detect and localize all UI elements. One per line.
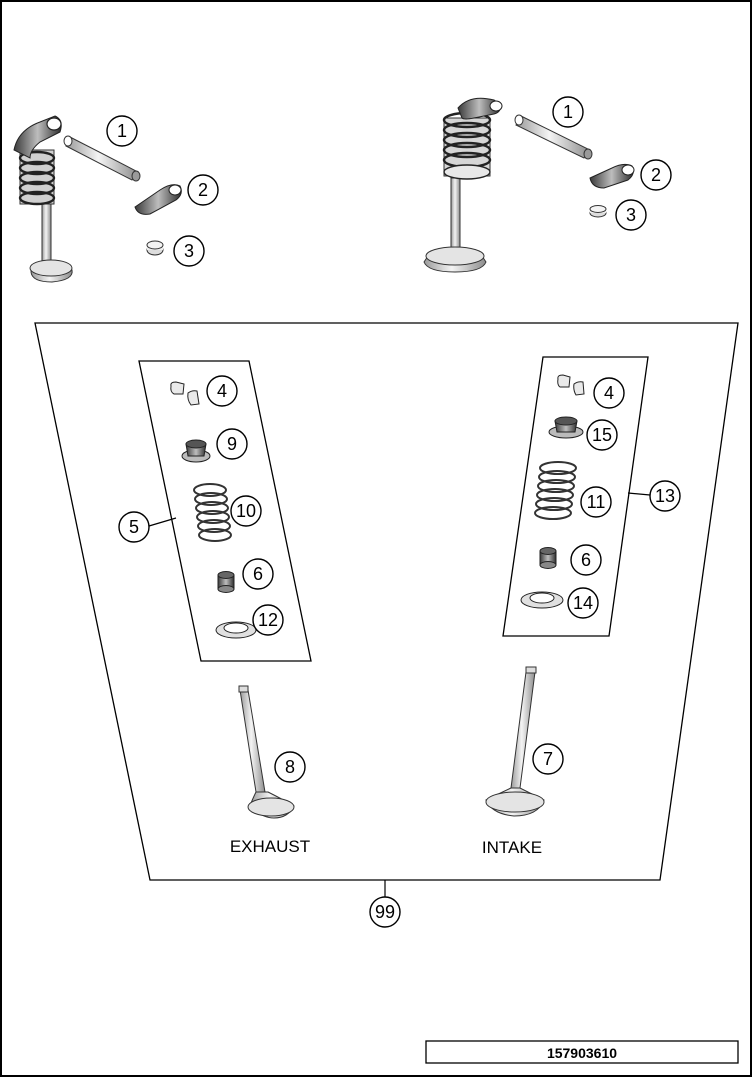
exhaust-stem-seal: [217, 571, 235, 593]
intake-rocker-arm: [589, 163, 635, 189]
callout-in-kit-15: 15: [586, 419, 618, 451]
callout-ex-kit-10: 10: [230, 495, 262, 527]
svg-text:13: 13: [655, 486, 675, 506]
callout-in-top-1: 1: [552, 96, 584, 128]
svg-text:11: 11: [587, 492, 606, 512]
svg-text:3: 3: [626, 205, 636, 225]
exhaust-shim: [146, 240, 164, 256]
svg-text:7: 7: [543, 749, 553, 769]
svg-text:1: 1: [117, 121, 127, 141]
exhaust-valve-assembly: [13, 115, 73, 283]
svg-text:1: 1: [563, 102, 573, 122]
exhaust-spring-seat: [215, 621, 257, 639]
svg-text:5: 5: [129, 517, 139, 537]
callout-ex-kit-5: 5: [118, 511, 177, 543]
intake-stem-seal: [539, 547, 557, 569]
callout-in-kit-11: 11: [580, 486, 612, 518]
svg-text:4: 4: [604, 383, 614, 403]
exhaust-valve-keepers: [170, 381, 200, 406]
svg-text:12: 12: [258, 610, 278, 630]
document-number-box: 157903610: [425, 1040, 739, 1064]
callout-ex-kit-12: 12: [252, 604, 284, 636]
svg-text:2: 2: [651, 165, 661, 185]
callout-in-kit-14: 14: [567, 587, 599, 619]
exhaust-kit-frame: [138, 360, 312, 662]
intake-kit-frame: [502, 356, 649, 637]
svg-text:2: 2: [198, 180, 208, 200]
callout-ex-top-2: 2: [187, 174, 219, 206]
callout-in-kit-4: 4: [593, 377, 625, 409]
callout-ex-top-3: 3: [173, 235, 205, 267]
intake-shim: [589, 205, 607, 218]
svg-text:3: 3: [184, 241, 194, 261]
svg-text:14: 14: [573, 593, 593, 613]
exhaust-rocker-shaft: [63, 135, 141, 182]
intake-valve-keepers: [557, 374, 585, 396]
exhaust-label: EXHAUST: [230, 837, 310, 856]
callout-ex-kit-6: 6: [242, 558, 274, 590]
callout-exhaust-valve: 8: [274, 751, 306, 783]
callout-in-kit-13: 13: [627, 480, 681, 512]
intake-rocker-shaft: [514, 114, 593, 160]
callout-ex-kit-4: 4: [206, 375, 238, 407]
svg-text:9: 9: [227, 434, 237, 454]
svg-text:15: 15: [592, 425, 612, 445]
callout-in-top-3: 3: [615, 199, 647, 231]
intake-spring-retainer: [548, 416, 584, 439]
exhaust-valve: [238, 685, 295, 819]
intake-label: INTAKE: [482, 838, 542, 857]
document-number: 157903610: [547, 1045, 617, 1061]
svg-text:4: 4: [217, 381, 227, 401]
callout-ex-top-1: 1: [106, 115, 138, 147]
callout-intake-valve: 7: [532, 743, 564, 775]
svg-text:6: 6: [253, 564, 263, 584]
intake-valve: [485, 666, 545, 817]
callout-in-kit-6: 6: [570, 544, 602, 576]
intake-valve-spring: [534, 461, 577, 520]
exhaust-rocker-arm: [134, 184, 182, 215]
intake-spring-seat: [520, 591, 564, 609]
callout-set-99: 99: [369, 880, 401, 928]
valve-set-frame: [34, 322, 739, 881]
exhaust-valve-spring: [193, 483, 232, 542]
callout-in-top-2: 2: [640, 159, 672, 191]
exhaust-spring-retainer: [181, 439, 211, 463]
svg-text:6: 6: [581, 550, 591, 570]
svg-text:10: 10: [236, 501, 256, 521]
svg-text:8: 8: [285, 757, 295, 777]
intake-valve-assembly: [423, 97, 503, 273]
callout-ex-kit-9: 9: [216, 428, 248, 460]
svg-text:99: 99: [375, 902, 395, 922]
